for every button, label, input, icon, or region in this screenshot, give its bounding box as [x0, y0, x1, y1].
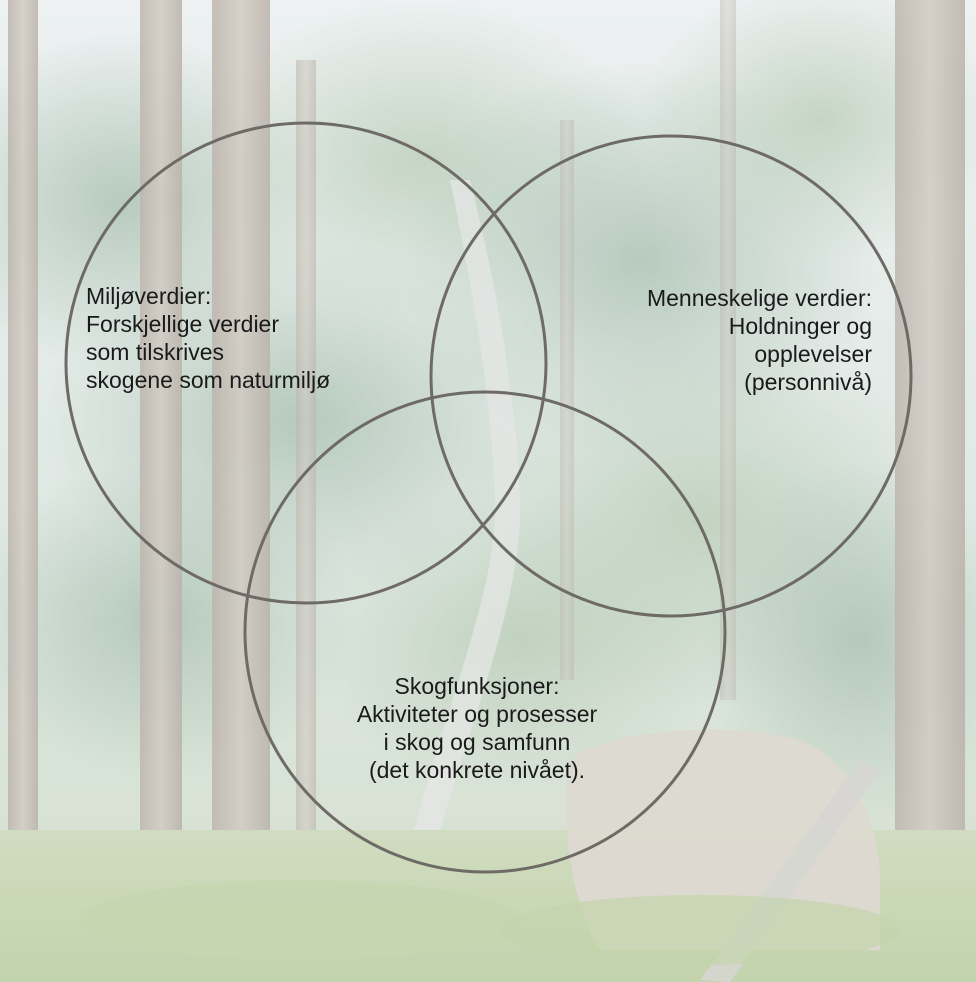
menneskelige-line-1: Menneskelige verdier:: [647, 284, 872, 312]
miljoverdier-line-1: Miljøverdier:: [86, 282, 330, 310]
miljoverdier-line-4: skogene som naturmiljø: [86, 366, 330, 394]
skogfunksjoner-line-4: (det konkrete nivået).: [322, 756, 632, 784]
menneskelige-line-3: opplevelser: [647, 340, 872, 368]
skogfunksjoner-line-2: Aktiviteter og prosesser: [322, 700, 632, 728]
skogfunksjoner-line-3: i skog og samfunn: [322, 728, 632, 756]
menneskelige-line-4: (personnivå): [647, 368, 872, 396]
menneskelige-line-2: Holdninger og: [647, 312, 872, 340]
menneskelige-verdier-text: Menneskelige verdier: Holdninger og oppl…: [647, 284, 872, 396]
miljoverdier-text: Miljøverdier: Forskjellige verdier som t…: [86, 282, 330, 394]
miljoverdier-line-3: som tilskrives: [86, 338, 330, 366]
skogfunksjoner-line-1: Skogfunksjoner:: [322, 672, 632, 700]
circle-skogfunksjoner: [245, 392, 725, 872]
miljoverdier-line-2: Forskjellige verdier: [86, 310, 330, 338]
skogfunksjoner-text: Skogfunksjoner: Aktiviteter og prosesser…: [322, 672, 632, 784]
